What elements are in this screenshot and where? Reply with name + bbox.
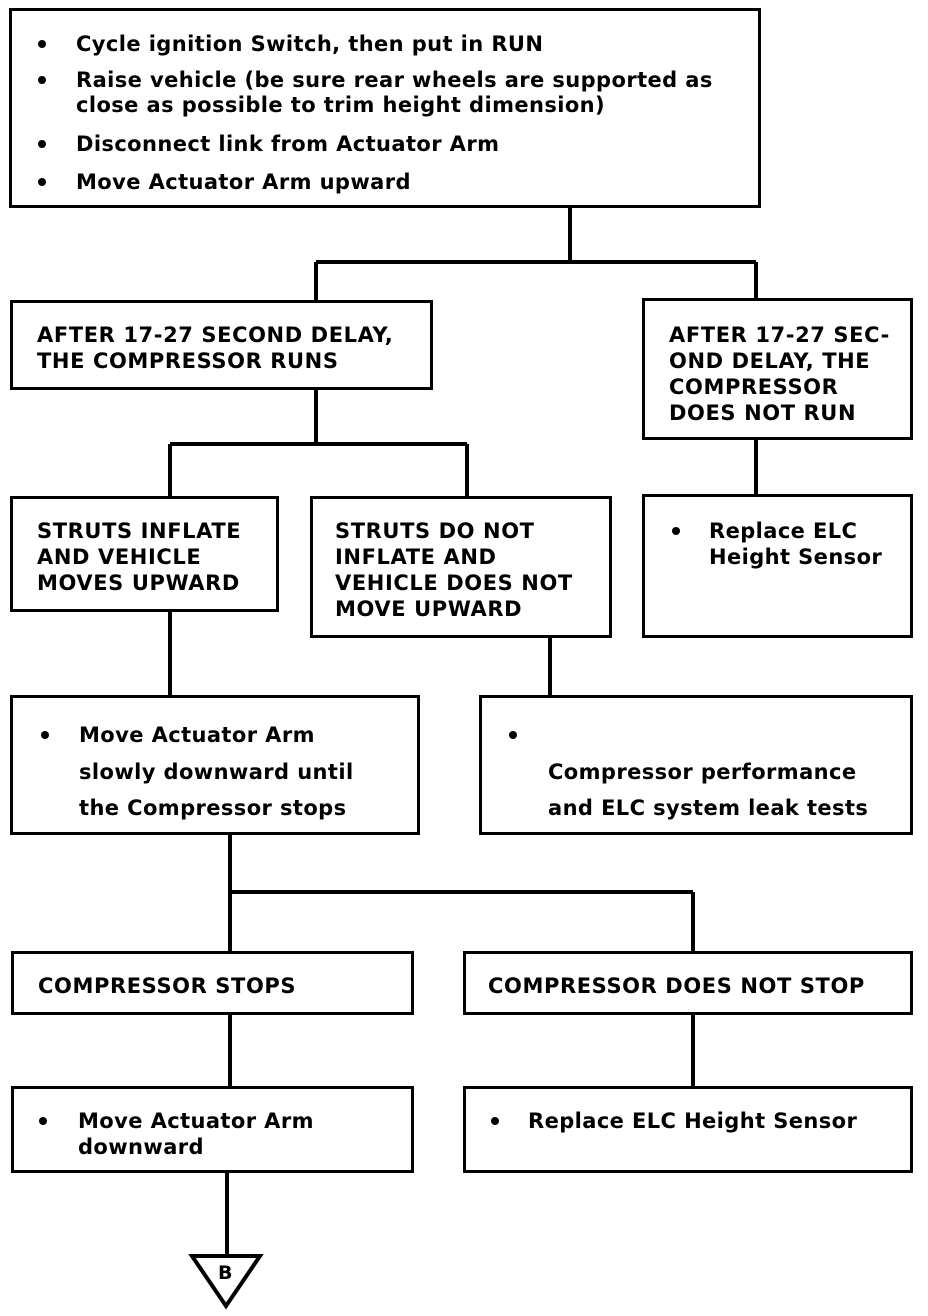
compressor-not-run-line-3: COMPRESSOR xyxy=(669,375,839,399)
compressor-runs-box: AFTER 17-27 SECOND DELAY, THE COMPRESSOR… xyxy=(10,300,433,390)
struts-not-inflate-line-4: MOVE UPWARD xyxy=(335,597,523,621)
move-arm-downward-line-1: Move Actuator Arm xyxy=(78,1109,314,1133)
start-step-box: Cycle ignition Switch, then put in RUN R… xyxy=(9,8,761,208)
connector-b-label: B xyxy=(218,1262,233,1284)
move-arm-downward-line-2: downward xyxy=(78,1135,204,1159)
start-item-move-arm-upward: Move Actuator Arm upward xyxy=(76,170,411,194)
replace-sensor-2-label: Replace ELC Height Sensor xyxy=(528,1109,858,1133)
struts-inflate-line-3: MOVES UPWARD xyxy=(37,571,240,595)
bullet-icon xyxy=(38,178,46,186)
start-item-disconnect-link: Disconnect link from Actuator Arm xyxy=(76,132,500,156)
move-arm-slowly-line-3: the Compressor stops xyxy=(79,796,347,820)
struts-not-inflate-line-3: VEHICLE DOES NOT xyxy=(335,571,573,595)
bullet-icon xyxy=(38,76,46,84)
replace-sensor-1-line-2: Height Sensor xyxy=(709,545,883,569)
compressor-tests-box: Compressor performance and ELC system le… xyxy=(479,695,913,835)
replace-sensor-box-2: Replace ELC Height Sensor xyxy=(463,1086,913,1173)
struts-not-inflate-line-1: STRUTS DO NOT xyxy=(335,519,535,543)
struts-inflate-line-2: AND VEHICLE xyxy=(37,545,202,569)
compressor-runs-line-1: AFTER 17-27 SECOND DELAY, xyxy=(37,323,394,347)
compressor-runs-line-2: THE COMPRESSOR RUNS xyxy=(37,349,339,373)
move-arm-slowly-line-1: Move Actuator Arm xyxy=(79,723,315,747)
bullet-icon xyxy=(491,1117,499,1125)
compressor-not-run-line-2: OND DELAY, THE xyxy=(669,349,871,373)
replace-sensor-1-line-1: Replace ELC xyxy=(709,519,858,543)
struts-inflate-box: STRUTS INFLATE AND VEHICLE MOVES UPWARD xyxy=(10,496,279,612)
start-item-raise-vehicle-cont: close as possible to trim height dimensi… xyxy=(76,93,606,117)
move-arm-slowly-box: Move Actuator Arm slowly downward until … xyxy=(10,695,420,835)
compressor-stops-label: COMPRESSOR STOPS xyxy=(38,974,297,998)
compressor-tests-line-2: and ELC system leak tests xyxy=(548,796,869,820)
compressor-not-run-box: AFTER 17-27 SEC- OND DELAY, THE COMPRESS… xyxy=(642,298,913,440)
struts-not-inflate-box: STRUTS DO NOT INFLATE AND VEHICLE DOES N… xyxy=(310,496,612,638)
compressor-stops-box: COMPRESSOR STOPS xyxy=(11,951,414,1015)
struts-not-inflate-line-2: INFLATE AND xyxy=(335,545,497,569)
bullet-icon xyxy=(41,731,49,739)
move-arm-slowly-line-2: slowly downward until xyxy=(79,760,354,784)
connector-b-triangle xyxy=(188,1254,264,1310)
start-item-raise-vehicle: Raise vehicle (be sure rear wheels are s… xyxy=(76,68,713,92)
move-arm-downward-box: Move Actuator Arm downward xyxy=(11,1086,414,1173)
compressor-not-run-line-4: DOES NOT RUN xyxy=(669,401,857,425)
compressor-tests-line-1: Compressor performance xyxy=(548,760,857,784)
bullet-icon xyxy=(509,731,517,739)
start-item-cycle-ignition: Cycle ignition Switch, then put in RUN xyxy=(76,32,544,56)
struts-inflate-line-1: STRUTS INFLATE xyxy=(37,519,242,543)
bullet-icon xyxy=(672,527,680,535)
bullet-icon xyxy=(39,1117,47,1125)
compressor-not-stop-box: COMPRESSOR DOES NOT STOP xyxy=(463,951,913,1015)
bullet-icon xyxy=(38,140,46,148)
bullet-icon xyxy=(38,40,46,48)
replace-sensor-box-1: Replace ELC Height Sensor xyxy=(642,494,913,638)
compressor-not-run-line-1: AFTER 17-27 SEC- xyxy=(669,323,890,347)
compressor-not-stop-label: COMPRESSOR DOES NOT STOP xyxy=(488,974,865,998)
